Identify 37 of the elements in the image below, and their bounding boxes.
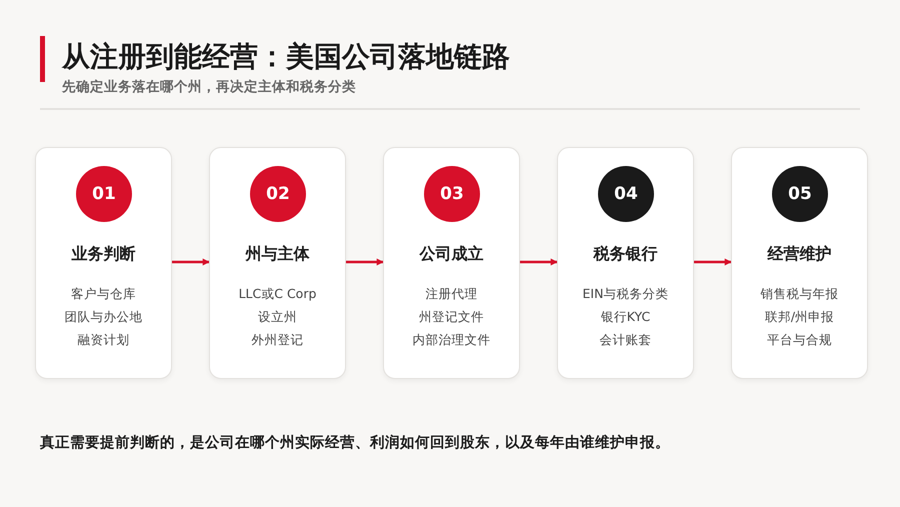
step-heading: 业务判断	[70, 244, 136, 265]
title: 从注册到能经营：美国公司落地链路	[62, 39, 510, 75]
step-heading: 州与主体	[244, 244, 310, 265]
arrow	[172, 258, 210, 266]
arrow	[346, 258, 384, 266]
step-item: 银行KYC	[600, 309, 652, 326]
step-item: 融资计划	[76, 332, 130, 349]
step-card	[209, 147, 346, 379]
step-item: LLC或C Corp	[238, 286, 318, 303]
step-number: 01	[76, 166, 132, 222]
step-heading: 公司成立	[418, 244, 484, 265]
step-item: 客户与仓库	[70, 286, 137, 303]
step-item: 外州登记	[250, 332, 304, 349]
step-number: 03	[424, 166, 480, 222]
step-heading: 经营维护	[766, 244, 832, 265]
step-item: EIN与税务分类	[582, 286, 670, 303]
step-item: 会计账套	[598, 332, 652, 349]
arrow	[520, 258, 558, 266]
caption: 真正需要提前判断的，是公司在哪个州实际经营、利润如何回到股东，以及每年由谁维护申报。	[40, 434, 670, 452]
step-item: 州登记文件	[418, 309, 485, 326]
step-item: 注册代理	[424, 286, 478, 303]
subtitle: 先确定业务落在哪个州，再决定主体和税务分类	[62, 78, 356, 96]
step-card	[557, 147, 694, 379]
step-card	[35, 147, 172, 379]
step-item: 销售税与年报	[760, 286, 840, 303]
arrow	[694, 258, 732, 266]
step-card	[731, 147, 868, 379]
step-item: 联邦/州申报	[764, 309, 836, 326]
step-item: 设立州	[257, 309, 298, 326]
step-item: 内部治理文件	[412, 332, 492, 349]
step-heading: 税务银行	[592, 244, 658, 265]
step-item: 团队与办公地	[64, 309, 144, 326]
step-item: 平台与合规	[766, 332, 833, 349]
step-number: 02	[250, 166, 306, 222]
step-number: 05	[772, 166, 828, 222]
step-card	[383, 147, 520, 379]
step-number: 04	[598, 166, 654, 222]
